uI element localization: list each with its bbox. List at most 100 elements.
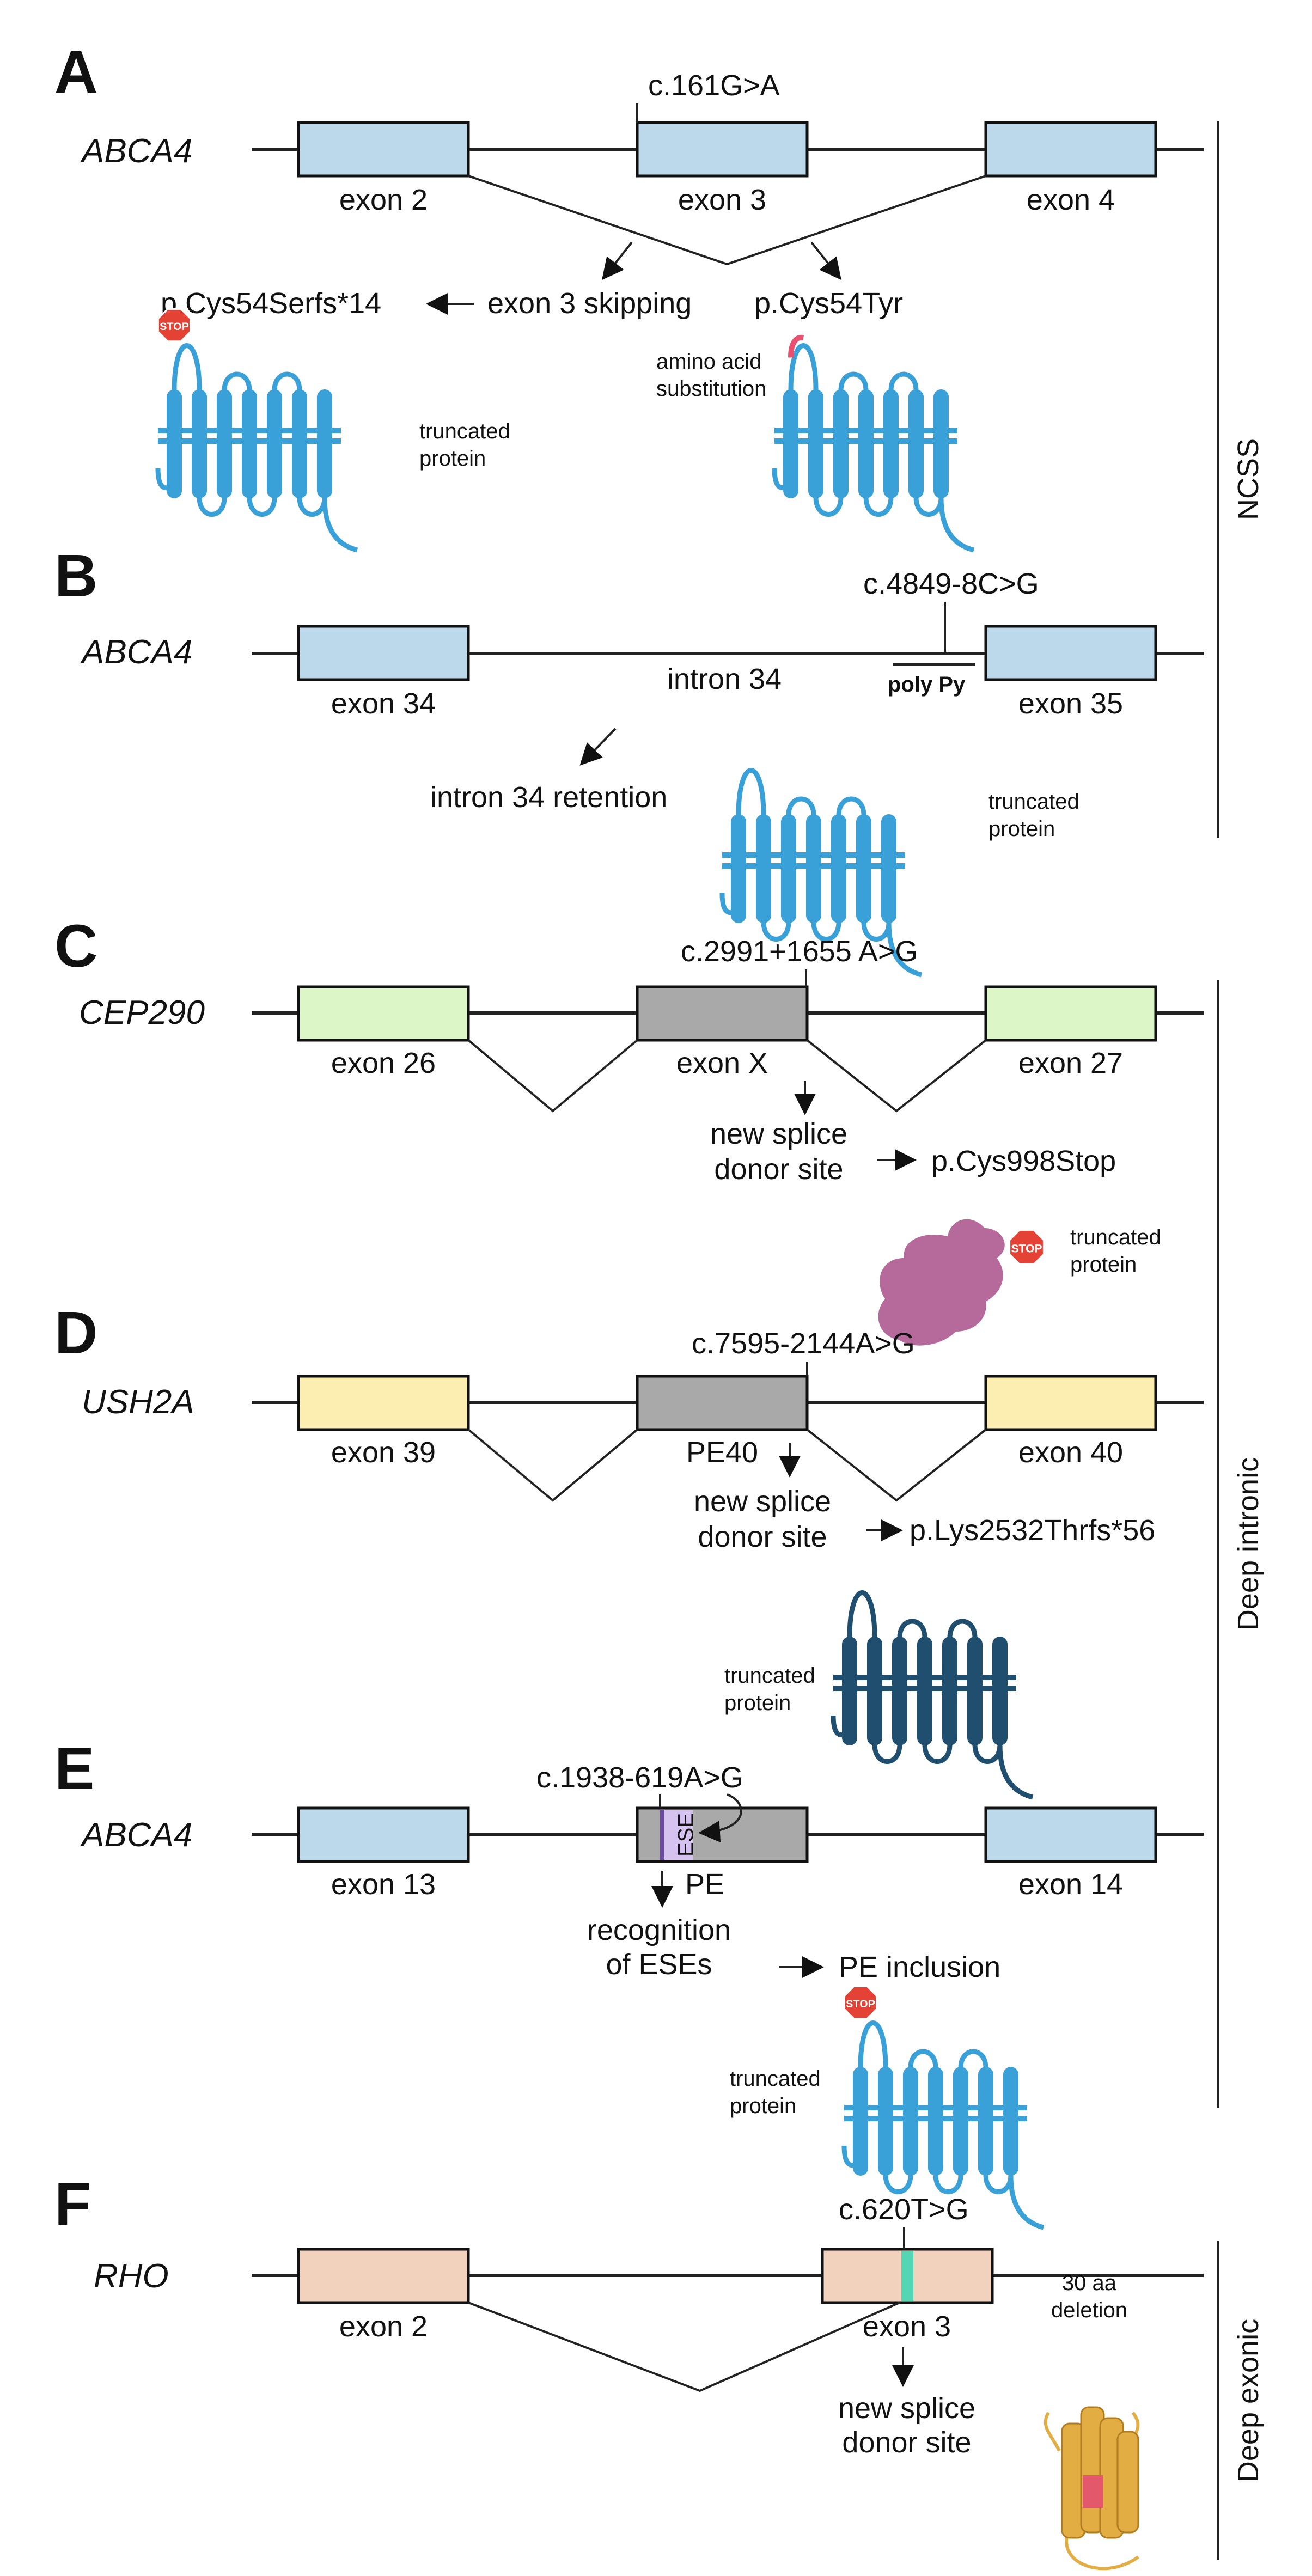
panel-e: E ABCA4 ESE c.1938-619A>G exon 13 PE exo… — [54, 1735, 1204, 2230]
exon-label-b1: exon 34 — [331, 687, 436, 720]
donor-label-c-line2: donor site — [714, 1153, 843, 1186]
helix-segment — [317, 389, 332, 498]
intracellular-loop — [933, 2174, 963, 2194]
extracellular-loop — [897, 1619, 927, 1638]
exon-label-c1: exon 26 — [331, 1047, 436, 1079]
exon-4-box-a — [984, 121, 1157, 178]
helix-4 — [1116, 2431, 1139, 2534]
variant-label-d: c.7595-2144A>G — [692, 1327, 915, 1360]
helix-segment — [783, 389, 798, 498]
panel-letter-a: A — [54, 39, 97, 106]
skip-splice-line-a — [468, 175, 986, 266]
intracellular-loop — [863, 497, 894, 517]
protein-c-tail — [997, 1745, 1034, 1800]
helix-segment — [967, 1637, 983, 1745]
bracket-label-deep-intronic: Deep intronic — [1232, 1457, 1265, 1631]
donor-label-f-line1: new splice — [838, 2392, 975, 2425]
stop-sign-label: STOP — [160, 321, 189, 333]
helix-segment — [992, 1637, 1008, 1745]
helix-segment — [867, 1637, 882, 1745]
stop-sign-icon — [843, 1985, 878, 2020]
exon-27-box — [984, 985, 1157, 1042]
trunc-label-b-line1: truncated — [988, 790, 1079, 814]
recog-label-line2: of ESEs — [606, 1948, 712, 1981]
donor-label-d-line2: donor site — [698, 1521, 827, 1553]
panel-c: C CEP290 c.2991+1655 A>G exon 26 exon X … — [54, 913, 1204, 1346]
exon-label-e2: PE — [685, 1868, 724, 1901]
extracellular-loop — [838, 371, 869, 391]
exon-label-e3: exon 14 — [1018, 1868, 1123, 1901]
exon-35-box — [984, 625, 1157, 681]
exon-label-f2: exon 3 — [863, 2310, 951, 2343]
exon-label-e1: exon 13 — [331, 1868, 436, 1901]
helix-segment — [856, 814, 871, 923]
helix-segment — [756, 814, 771, 923]
helix-segment — [878, 2067, 893, 2176]
helix-segment — [903, 2067, 918, 2176]
helix-segment — [292, 389, 307, 498]
intracellular-loop — [883, 2174, 913, 2194]
helix-segment — [1003, 2067, 1018, 2176]
helix-segment — [781, 814, 796, 923]
helix-segment — [853, 2067, 868, 2176]
helix-segment — [267, 389, 282, 498]
exon-label-f1: exon 2 — [339, 2310, 428, 2343]
variant-label-e: c.1938-619A>G — [536, 1761, 743, 1794]
exon-label-d3: exon 40 — [1018, 1436, 1123, 1469]
truncated-protein-b — [719, 768, 923, 978]
splice-line-f — [468, 2302, 900, 2392]
helix-segment — [917, 1637, 932, 1745]
stop-sign-label: STOP — [1011, 1243, 1042, 1255]
exon-2-box-a — [297, 121, 470, 178]
trunc-label-d-line1: truncated — [724, 1664, 815, 1688]
splice-line-d1 — [467, 1429, 638, 1502]
helix-segment — [942, 1637, 957, 1745]
exon-label-a1: exon 2 — [339, 184, 428, 216]
protein-c-tail — [886, 923, 923, 978]
exon-label-d1: exon 39 — [331, 1436, 436, 1469]
extracellular-loop — [908, 2049, 938, 2068]
deleted-segment — [1083, 2475, 1103, 2508]
gene-name-c: CEP290 — [79, 994, 205, 1031]
gene-name-a: ABCA4 — [80, 132, 192, 170]
panel-letter-f: F — [54, 2171, 91, 2238]
helix-segment — [192, 389, 207, 498]
variant-label-a: c.161G>A — [648, 69, 780, 102]
variant-band-f — [901, 2251, 913, 2301]
gene-name-d: USH2A — [82, 1383, 194, 1421]
pe40-box — [636, 1375, 809, 1431]
variant-label-f: c.620T>G — [839, 2193, 969, 2226]
intracellular-loop — [872, 1744, 902, 1764]
category-brackets: NCSS Deep intronic Deep exonic — [1217, 121, 1265, 2560]
substitution-highlight — [788, 334, 804, 358]
exon-label-c2: exon X — [676, 1047, 768, 1079]
variant-label-c: c.2991+1655 A>G — [681, 935, 918, 968]
aa-sub-label-line1: amino acid — [656, 350, 761, 374]
retention-label-b: intron 34 retention — [430, 781, 667, 814]
ese-region — [664, 1810, 693, 1860]
truncated-protein-a1: STOP — [155, 308, 358, 553]
helix-segment — [928, 2067, 943, 2176]
helix-segment — [833, 389, 849, 498]
trunc-label-e-line1: truncated — [730, 2067, 821, 2091]
exon-3-box-a — [636, 121, 809, 178]
gene-name-f: RHO — [94, 2257, 169, 2295]
skip-label-a: exon 3 skipping — [487, 287, 692, 320]
exon-2-box-f — [297, 2248, 470, 2304]
exon-34-box — [297, 625, 470, 681]
stop-sign-label: STOP — [846, 1998, 875, 2010]
extracellular-loop — [272, 371, 302, 391]
extracellular-loop — [888, 371, 919, 391]
bracket-label-deep-exonic: Deep exonic — [1232, 2319, 1265, 2482]
splice-line-d2 — [806, 1429, 987, 1502]
exon-14-box — [984, 1806, 1157, 1863]
missense-label-a: p.Cys54Tyr — [754, 287, 903, 320]
exon-label-c3: exon 27 — [1018, 1047, 1123, 1079]
panel-d: D USH2A c.7595-2144A>G exon 39 PE40 exon… — [54, 1299, 1204, 1800]
intracellular-loop — [983, 2174, 1014, 2194]
trunc-label-a1-line2: protein — [419, 447, 486, 471]
variant-band-e — [660, 1810, 664, 1860]
panel-letter-b: B — [54, 542, 97, 609]
protein-c-tail — [1008, 2175, 1045, 2230]
stop-sign-c: STOP — [1009, 1229, 1045, 1265]
